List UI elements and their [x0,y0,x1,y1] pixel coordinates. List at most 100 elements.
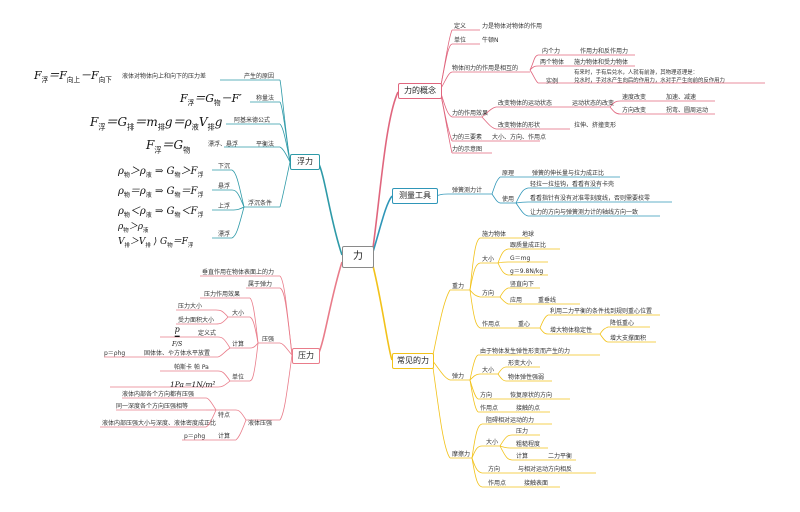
buoyancy-suspend: 悬浮 [218,183,231,190]
pressure-node: 压强 [262,336,275,343]
pressure-effect: 压力作用效果 [204,291,241,298]
gravity-direction-app-text: 重垂线 [538,297,557,304]
tool-principle-label: 原理 [502,170,515,177]
pressure-unit-text: 帕斯卡 帕 Pa [174,364,209,371]
friction-definition: 阻碍相对运动的力 [486,417,535,424]
tool-usage-2: 看看指针有没有对准零刻度线，否则需要校零 [530,195,651,202]
friction-point-text: 接触表面 [524,480,549,487]
buoyancy-weigh-label: 称量法 [256,95,275,102]
friction-size-label: 大小 [486,439,499,446]
branch-pressure[interactable]: 压力 [292,348,320,364]
concept-elements: 力的三要素 [452,134,483,141]
concept-definition-label: 定义 [454,23,467,30]
pressure-definition-formula-label: 定义式 [198,330,217,337]
elastic-direction-label: 方向 [480,392,493,399]
gravity-source-label: 施力物体 [482,231,507,238]
buoyancy-archimedes-label: 阿基米德公式 [234,117,271,124]
gravity-direction-label: 方向 [482,290,495,297]
formula-weighing: F浮＝G物－F′ [180,92,242,108]
concept-direction: 方向改变 [622,107,647,114]
center-node[interactable]: 力 [342,246,374,268]
liquid-feature-3: 液体内部压强大小与深度、液体密度成正比 [102,420,217,427]
concept-definition-text: 力是物体对物体的作用 [482,23,543,30]
gravity-direction-app: 应用 [510,297,523,304]
concept-two-obj-label: 两个物体 [540,59,565,66]
tool-spring: 弹簧测力计 [452,187,483,194]
concept-two-obj-text: 施力物体和受力物体 [574,59,629,66]
branch-tool[interactable]: 测量工具 [392,188,438,204]
elastic-size-2: 物体弹性强弱 [508,374,545,381]
concept-inner-label: 内个力 [542,48,561,55]
buoyancy-cause-text: 液体对物体向上和向下的压力差 [122,73,207,80]
tool-usage-3: 让力的方向与弹簧测力计的轴线方向一致 [530,209,639,216]
buoyancy-balance-label: 平衡法 [256,141,275,148]
concept-inner-text: 作用力和反作用力 [580,48,629,55]
concept-speed: 速度改变 [622,94,647,101]
concept-elements-text: 大小、方向、作用点 [492,134,547,141]
gravity-cg-2a: 降低重心 [610,320,635,327]
concept-mutual: 物体间力的作用是相互的 [452,65,519,72]
gravity-size-1: 跟质量成正比 [510,242,547,249]
branch-buoyancy[interactable]: 浮力 [290,154,320,170]
pressure-definition: 垂直作用在物体表面上的力 [202,269,275,276]
elastic-definition: 由于物体发生弹性形变而产生的力 [480,348,571,355]
pressure-size-1: 压力大小 [178,303,203,310]
formula-rise: ρ物＜ρ液 ⇒ G物＜F浮 [118,206,204,219]
concept-direction-text: 拐弯、圆周运动 [666,107,709,114]
branch-concept[interactable]: 力的概念 [398,83,442,99]
pressure-unit-label: 单位 [232,374,245,381]
gravity-point-label: 作用点 [482,321,501,328]
pressure-unit-eq: 1Pa＝1N/m² [170,380,216,389]
liquid-feature-1: 液体内部各个方向都有压强 [122,391,195,398]
gravity-size-2: G＝mg [510,255,531,262]
friction-calc-label: 计算 [516,453,529,460]
concept-unit-text: 牛顿N [482,37,499,44]
tool-usage-label: 使用 [502,196,515,203]
concept-effect-2: 改变物体的形状 [498,122,541,129]
buoyancy-balance-text: 漂浮、悬浮 [208,141,239,148]
concept-effect-1: 改变物体的运动状态 [498,100,553,107]
concept-example-label: 实例 [546,78,559,85]
tool-principle-text: 弹簧的伸长量与拉力成正比 [532,170,605,177]
liquid-p-eq: p＝ρhg [184,433,206,440]
gravity-cg-label: 重心 [518,321,531,328]
friction-calc-text: 二力平衡 [548,453,573,460]
concept-unit-label: 单位 [454,37,467,44]
gravity-direction-1: 竖直向下 [510,281,535,288]
concept-example-line2: 兑水时，手对水产生向后的作用力，水对手产生向前的反作用力 [574,78,725,84]
gravity-size-label: 大小 [482,256,495,263]
friction-direction-label: 方向 [488,466,501,473]
buoyancy-sink: 下沉 [218,163,231,170]
buoyancy-condition-label: 浮沉条件 [248,200,273,207]
formula-pressure-definition: p━F/S [172,325,183,349]
gravity-size-3: g＝9.8N/kg [510,268,544,275]
concept-effect-1b: 运动状态的改变 [572,100,615,107]
pressure-size-label: 大小 [232,310,245,317]
formula-pressure-difference: F浮＝F向上－F向下 [34,69,112,85]
branch-common-forces[interactable]: 常见的力 [392,353,434,369]
friction-direction-text: 与相对运动方向相反 [518,466,573,473]
friction-size-2: 粗糙程度 [516,441,541,448]
concept-effect-2-text: 拉伸、挤撞变形 [574,122,617,129]
gravity-cg-2b: 增大支撑面积 [610,335,647,342]
liquid-calc-label: 计算 [218,433,231,440]
buoyancy-cause-label: 产生的原因 [244,73,275,80]
friction-point-label: 作用点 [488,480,507,487]
friction-size-1: 压力 [516,428,529,435]
friction-label: 摩擦力 [452,451,471,458]
elastic-size-1: 形变大小 [508,360,533,367]
pressure-solid-text: 固体体、や方体水平放置 [144,350,211,357]
gravity-cg-2: 增大物体稳定性 [550,327,593,334]
formula-balance: F浮＝G物 [146,138,191,155]
liquid-features-label: 特点 [218,412,231,419]
elastic-point-text: 接触的点 [516,405,541,412]
buoyancy-float: 漂浮 [218,231,231,238]
pressure-p-eq: p＝ρhg [104,350,126,357]
liquid-pressure-label: 液体压强 [248,420,273,427]
tool-usage-1: 轻拉一拉挂钩，看看有没有卡壳 [530,181,615,188]
pressure-calc-label: 计算 [232,341,245,348]
concept-effect: 力的作用效果 [452,110,489,117]
elastic-direction-text: 恢复原状的方向 [510,392,553,399]
concept-example-line1: 有来时，手有后兑水，人就有前游，其物理道理是： [574,70,698,76]
